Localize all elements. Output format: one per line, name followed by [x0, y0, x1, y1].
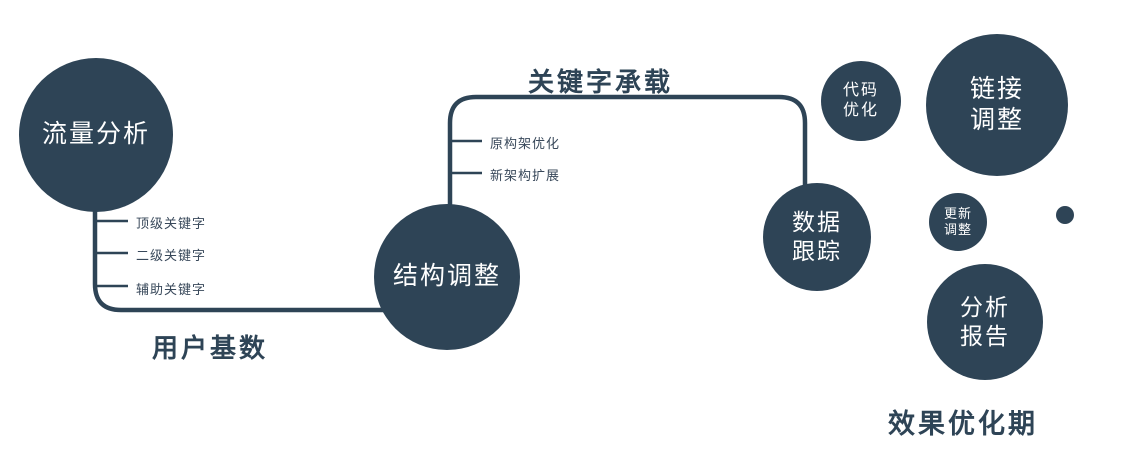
- node-data-tracking-line2: 跟踪: [792, 238, 842, 264]
- edge-label-user-base: 用户基数: [152, 333, 269, 363]
- tick-label-original-arch: 原构架优化: [490, 136, 561, 151]
- node-structure-adjustment-label: 结构调整: [392, 262, 501, 291]
- node-update-adjustment-line2: 调整: [943, 222, 972, 237]
- node-analysis-report-line2: 报告: [960, 323, 1010, 349]
- node-structure-adjustment: 结构调整: [374, 204, 520, 350]
- node-small-dot: [1056, 206, 1074, 224]
- node-link-adjustment: 链接 调整: [926, 34, 1068, 176]
- node-link-adjustment-line2: 调整: [969, 106, 1024, 134]
- node-code-optimization: 代码 优化: [821, 61, 901, 141]
- node-update-adjustment-line1: 更新: [943, 205, 972, 221]
- edge-structure-to-tracking: [447, 94, 808, 260]
- tick-label-top-keywords: 顶级关键字: [136, 216, 207, 231]
- phase-label: 效果优化期: [888, 409, 1038, 439]
- edge-label-keyword-bearing: 关键字承载: [528, 67, 674, 97]
- tick-label-second-keywords: 二级关键字: [136, 248, 207, 263]
- node-traffic-analysis: 流量分析: [19, 58, 173, 212]
- node-traffic-analysis-label: 流量分析: [41, 120, 150, 149]
- node-code-optimization-line1: 代码: [842, 82, 879, 99]
- tick-label-new-arch: 新架构扩展: [490, 168, 561, 183]
- node-code-optimization-line2: 优化: [842, 102, 879, 119]
- node-analysis-report-line1: 分析: [960, 294, 1010, 321]
- tick-label-aux-keywords: 辅助关键字: [136, 282, 207, 297]
- node-update-adjustment: 更新 调整: [929, 193, 987, 251]
- node-data-tracking: 数据 跟踪: [763, 183, 871, 291]
- node-link-adjustment-line1: 链接: [969, 74, 1024, 103]
- edge-traffic-to-structure: [92, 150, 447, 313]
- node-analysis-report: 分析 报告: [927, 264, 1043, 380]
- node-data-tracking-line1: 数据: [792, 209, 842, 236]
